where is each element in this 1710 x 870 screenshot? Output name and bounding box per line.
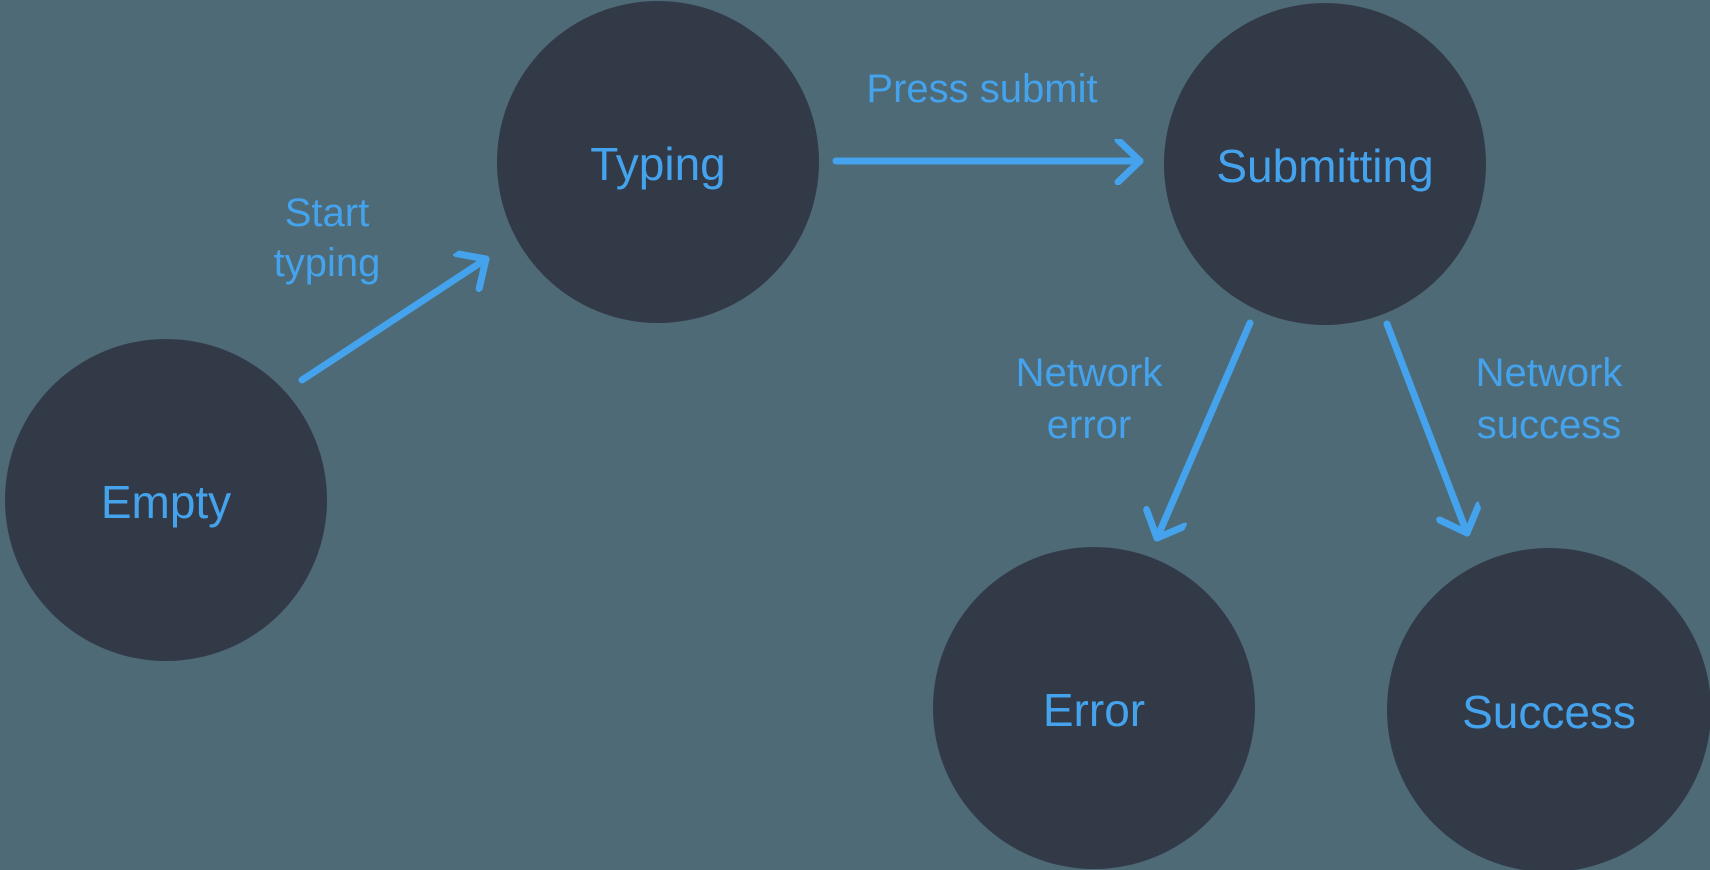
edge-label-press-submit: Press submit [866, 67, 1097, 111]
edge-label-network-success-line1: Network [1476, 351, 1624, 395]
edge-typing-submitting: Press submit [832, 67, 1144, 161]
node-label-error: Error [1043, 684, 1145, 736]
edge-submitting-error: Network error [1016, 319, 1254, 542]
node-circle-typing [497, 1, 819, 323]
edge-line-empty-typing [298, 259, 490, 384]
edge-empty-typing: Start typing [274, 191, 490, 384]
node-success: Success [1387, 548, 1710, 870]
edge-line-submitting-success [1383, 320, 1467, 537]
node-error: Error [933, 547, 1255, 869]
node-typing: Typing [497, 1, 819, 323]
node-submitting: Submitting [1164, 3, 1486, 325]
node-circle-error [933, 547, 1255, 869]
edge-label-start-typing-line1: Start [285, 191, 369, 235]
edge-line-submitting-error [1157, 319, 1254, 542]
node-label-success: Success [1462, 686, 1636, 738]
node-empty: Empty [5, 339, 327, 661]
node-label-submitting: Submitting [1216, 140, 1433, 192]
node-circle-success [1387, 548, 1710, 870]
edge-label-network-error-line1: Network [1016, 351, 1164, 395]
edge-label-start-typing-line2: typing [274, 241, 381, 285]
node-circle-submitting [1164, 3, 1486, 325]
node-circle-empty [5, 339, 327, 661]
node-label-empty: Empty [101, 476, 231, 528]
node-label-typing: Typing [590, 138, 726, 190]
edge-submitting-success: Network success [1383, 320, 1624, 537]
edge-label-network-success-line2: success [1477, 403, 1622, 447]
edge-label-network-error-line2: error [1047, 403, 1131, 447]
